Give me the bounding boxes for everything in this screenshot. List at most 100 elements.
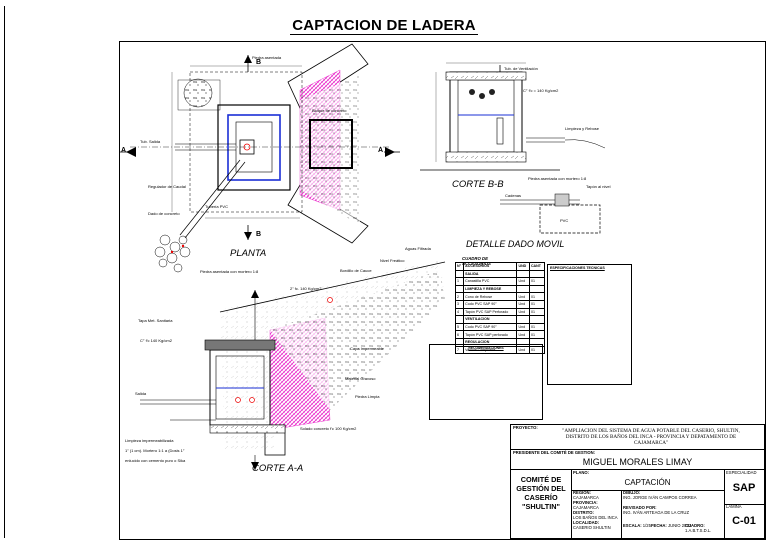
acc-cell: 5 [454, 322, 465, 332]
distrito-value: LOS BAÑOS DEL INCA [573, 514, 618, 520]
proyecto-label: PROYECTO: [513, 425, 538, 430]
svg-text:enlucido con cemento puro o Si: enlucido con cemento puro o Sika [125, 458, 186, 463]
corte-bb-label: CORTE B-B [452, 179, 504, 190]
cuadro-label: CUADRO: [685, 523, 705, 528]
comite-text: COMITÉ DE GESTIÓN DEL CASERÍO "SHULTIN" [516, 475, 566, 511]
svg-text:Tub. Salida: Tub. Salida [140, 139, 161, 144]
recs-title: RECOMENDACIONES [468, 346, 504, 350]
provincia-value: CAJAMARCA [573, 504, 599, 510]
acc-cell [528, 315, 546, 324]
specs-box: ESPECIFICACIONES TECNICAS [547, 264, 632, 385]
svg-text:Solado concreto f'c 100 Kg/cm2: Solado concreto f'c 100 Kg/cm2 [300, 426, 357, 431]
acc-cell: 4 [454, 307, 465, 317]
drawing-frame [119, 41, 766, 540]
revisado-value: ING. IVÁN ARTEAGA DE LA CRUZ [623, 509, 690, 515]
section-b-bottom: B [256, 231, 261, 238]
acc-cell: 01 [528, 307, 546, 317]
svg-text:Piedra asentada: Piedra asentada [252, 55, 282, 60]
acc-cell [528, 284, 546, 294]
svg-text:Salida: Salida [135, 391, 147, 396]
svg-text:Limpieza impermeabilizada: Limpieza impermeabilizada [125, 438, 174, 443]
acc-row: SALIDA [454, 269, 546, 279]
acc-cell [516, 269, 530, 279]
credits-grid: DIBUJO:ING. JORGE IVÁN CAMPOS CORREA REV… [621, 490, 725, 538]
acc-cell: LIMPIEZA Y REBOSE [463, 284, 518, 294]
recs-box: RECOMENDACIONES [429, 344, 543, 420]
acc-cell: 01 [528, 345, 546, 355]
lamina-cell: LAMINA C-01 [724, 504, 764, 538]
presidente-row: PRESIDENTE DEL COMITÉ DE GESTION: MIGUEL… [511, 450, 764, 470]
comite-cell: COMITÉ DE GESTIÓN DEL CASERÍO "SHULTIN" [511, 470, 572, 538]
specs-title: ESPECIFICACIONES TECNICAS [550, 266, 605, 270]
dibujo-value: ING. JORGE IVÁN CAMPOS CORREA [623, 494, 697, 500]
acc-cell: Und [516, 345, 530, 355]
corte-bb-view: Tub. de Ventilación C° f'c = 140 Kg/cm2 … [420, 62, 606, 190]
svg-text:Cadenas: Cadenas [505, 193, 521, 198]
fecha-label: FECHA: [651, 523, 667, 528]
acc-cell: Canastilla PVC [463, 277, 518, 286]
acc-cell: 7 [454, 345, 465, 355]
acc-cell: Und [516, 299, 530, 309]
svg-text:Piedra asentada con mortero 1:: Piedra asentada con mortero 1:8 [528, 176, 587, 181]
corte-aa-label: CORTE A-A [252, 463, 303, 474]
svg-text:Tapón al nivel: Tapón al nivel [586, 184, 611, 189]
acc-cell: Codo PVC SAP 90° [463, 299, 518, 309]
provincia-label: PROVINCIA: [573, 500, 598, 505]
acc-cell: Und [516, 292, 530, 301]
proyecto-row: PROYECTO: "AMPLIACION DEL SISTEMA DE AGU… [511, 425, 764, 450]
acc-cell [528, 269, 546, 279]
acc-cell: 01 [528, 292, 546, 301]
plano-name: CAPTACIÓN [624, 478, 671, 487]
page-title: CAPTACION DE LADERA [290, 17, 478, 35]
acc-cell: Codo PVC SAP 90° [463, 322, 518, 332]
detalle-label: DETALLE DADO MOVIL [466, 239, 564, 249]
acc-cell: 01 [528, 299, 546, 309]
svg-text:Regulador de Caudal: Regulador de Caudal [148, 184, 186, 189]
section-a-left: A [121, 147, 126, 154]
acc-cell [454, 315, 465, 324]
svg-text:Capa Impermeable: Capa Impermeable [350, 346, 385, 351]
acc-cell [516, 284, 530, 294]
acc-cell: Und [516, 307, 530, 317]
title-block: PROYECTO: "AMPLIACION DEL SISTEMA DE AGU… [510, 424, 765, 539]
escala-label: ESCALA: [623, 523, 642, 528]
especialidad-cell: ESPECIALIDAD SAP [724, 470, 764, 505]
acc-header-cell: ACCESORIOS [463, 262, 518, 271]
section-b-top: B [256, 59, 261, 66]
acc-cell [454, 284, 465, 294]
acc-cell: Und [516, 322, 530, 332]
acc-cell: 2 [454, 292, 465, 301]
localidad-label: LOCALIDAD: [573, 520, 600, 525]
acc-cell: SALIDA [463, 269, 518, 279]
acc-row: LIMPIEZA Y REBOSE [454, 284, 546, 294]
svg-text:Limpieza y Rebose: Limpieza y Rebose [565, 126, 600, 131]
svg-text:C° f'c = 140 Kg/cm2: C° f'c = 140 Kg/cm2 [523, 88, 559, 93]
acc-cell: 01 [528, 322, 546, 332]
svg-text:Nivel Freático: Nivel Freático [380, 258, 405, 263]
presidente-name: MIGUEL MORALES LIMAY [582, 457, 693, 467]
plano-label: PLANO: [573, 470, 590, 475]
planta-label: PLANTA [230, 248, 266, 259]
revisado-label: REVISADO POR: [623, 505, 657, 510]
lamina-label: LAMINA [726, 504, 742, 509]
svg-text:Tubería PVC: Tubería PVC [205, 204, 228, 209]
region-value: CAJAMARCA [573, 494, 599, 500]
cuadro-value: 1.A.B.T.S.D.L. [685, 527, 712, 533]
region-label: REGION: [573, 490, 591, 495]
svg-text:Bordillo de Cauce: Bordillo de Cauce [340, 268, 372, 273]
svg-text:Piedra Limpia: Piedra Limpia [355, 394, 380, 399]
svg-text:2" fc. 140 Kg/cm2: 2" fc. 140 Kg/cm2 [290, 286, 322, 291]
proyecto-text: "AMPLIACION DEL SISTEMA DE AGUA POTABLE … [562, 428, 740, 446]
escala-value: 1/25 [642, 523, 651, 528]
dibujo-label: DIBUJO: [623, 490, 641, 495]
especialidad-value: SAP [732, 482, 756, 494]
acc-cell: VENTILACION [463, 315, 518, 324]
